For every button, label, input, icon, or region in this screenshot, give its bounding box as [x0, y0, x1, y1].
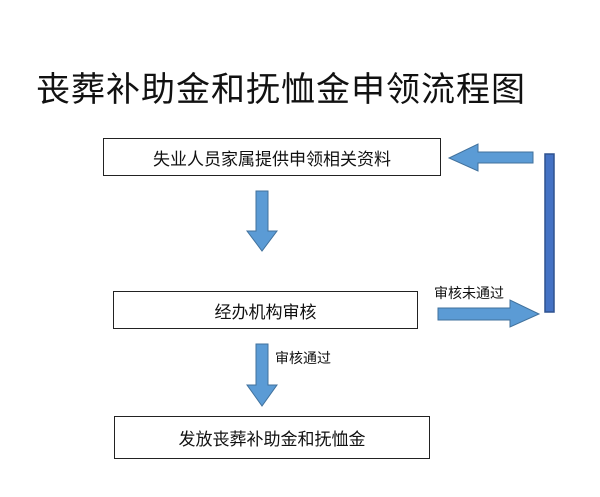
step-issue-payment-label: 发放丧葬补助金和抚恤金: [178, 430, 366, 450]
review-failed-label: 审核未通过: [434, 286, 504, 302]
arrow-down-1: [246, 190, 278, 252]
review-passed-label: 审核通过: [275, 351, 331, 367]
arrow-down-2: [246, 343, 278, 407]
return-bar: [544, 153, 555, 313]
step-agency-review: 经办机构审核: [113, 291, 418, 329]
step-submit-materials: 失业人员家属提供申领相关资料: [103, 138, 441, 176]
arrow-left-return: [447, 143, 534, 172]
step-submit-materials-label: 失业人员家属提供申领相关资料: [153, 149, 391, 170]
step-issue-payment: 发放丧葬补助金和抚恤金: [114, 416, 430, 459]
diagram-title: 丧葬补助金和抚恤金申领流程图: [36, 70, 526, 110]
step-agency-review-label: 经办机构审核: [214, 302, 317, 323]
arrow-right-reject: [437, 299, 541, 328]
